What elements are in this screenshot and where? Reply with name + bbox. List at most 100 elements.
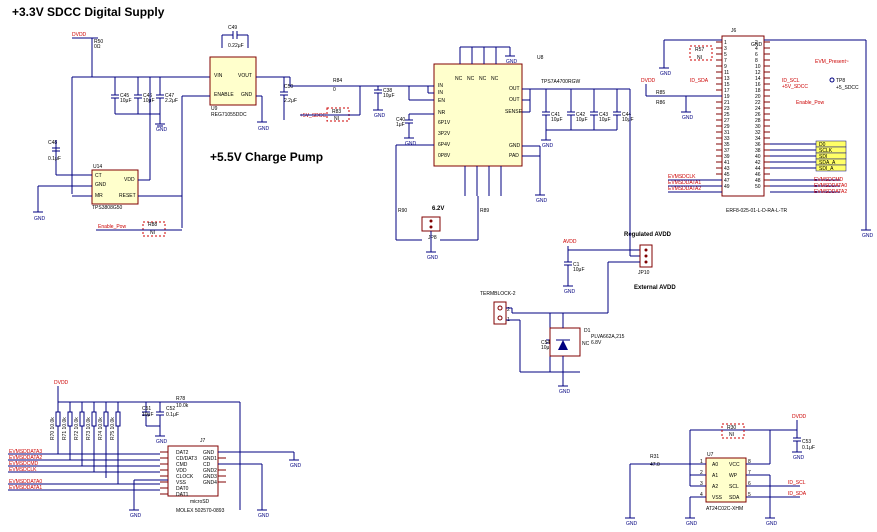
j6-pin-even: 22	[755, 100, 761, 106]
j6-pin-even: 46	[755, 172, 761, 178]
u7-left-num: 1	[700, 459, 703, 465]
j6-pin-odd: 25	[724, 112, 730, 118]
j6-pin-even: 2	[755, 40, 758, 46]
j6-pin-even: 28	[755, 118, 761, 124]
j6-pin-even: 20	[755, 94, 761, 100]
gnd-label-u7vss: GND	[686, 521, 698, 527]
pullup-ref: R70 10.0k	[50, 417, 56, 440]
j6-pin-odd: 13	[724, 76, 730, 82]
d1-ref: D1	[584, 328, 591, 334]
pullup-resistor	[79, 411, 85, 427]
u7-left-num: 3	[700, 481, 703, 487]
gnd-label-sdcaps: GND	[156, 439, 168, 445]
jp10-ref: JP10	[638, 270, 650, 276]
j6-pin-even: 8	[755, 58, 758, 64]
j6-id-sda: ID_SDA	[690, 78, 709, 84]
j7-left-pin: DAT2	[176, 450, 189, 456]
j6-pin-even: 12	[755, 70, 761, 76]
c44-ref: C44	[622, 112, 631, 118]
r90-ref: R90	[398, 208, 407, 214]
u8-nc3: NC	[479, 76, 487, 82]
c38-ref: C38	[383, 88, 392, 94]
c53-val: 0.1μF	[802, 445, 815, 451]
pullup-ref: R72 10.0k	[74, 417, 80, 440]
u7-left-pin: A0	[712, 462, 718, 468]
j6-pin-odd: 5	[724, 52, 727, 58]
c44-val: 10μF	[622, 117, 634, 123]
c54-val: 10μF	[541, 345, 553, 351]
c52-val: 0.1μF	[166, 412, 179, 418]
u7-id-sda: ID_SDA	[788, 491, 807, 497]
regulated-avdd-label: Regulated AVDD	[624, 232, 672, 238]
j7-right-pin: GND1	[203, 456, 217, 462]
sd-net-label: EVMSDDATA0	[9, 479, 42, 485]
j7-name: microSD	[190, 499, 210, 505]
j6-pin-even: 32	[755, 130, 761, 136]
j6-pin-even: 14	[755, 76, 761, 82]
r88-ref: R88	[148, 222, 157, 228]
j7-right-pin: GND4	[203, 480, 217, 486]
d1-nc: NC	[582, 341, 590, 347]
charge-pump-title: +5.5V Charge Pump	[210, 150, 323, 164]
j6-pin-odd: 47	[724, 178, 730, 184]
terminal-pin2: 2	[507, 307, 510, 313]
j6-signal-tag-label: SCLK	[819, 148, 833, 154]
u7-right-pin: VCC	[729, 462, 740, 468]
u14-pin-mr: MR	[95, 193, 103, 199]
u9-regulator: VIN VOUT ENABLE GND U9 REG71055DDC	[209, 56, 257, 118]
u7-id-scl: ID_SCL	[788, 480, 806, 486]
j6-pin-even: 50	[755, 184, 761, 190]
u14-pin-reset: RESET	[119, 193, 136, 199]
c38-val: 10μF	[383, 93, 395, 99]
u8-name: TPS7A4700RGW	[541, 79, 580, 85]
j7-left-pin: CLOCK	[176, 474, 194, 480]
j7-right-pin: CD	[203, 462, 211, 468]
c1-ref: C1	[573, 262, 580, 268]
c52-ref: C52	[166, 406, 175, 412]
c41-ref: C41	[551, 112, 560, 118]
r31-val: 47.0	[650, 462, 660, 468]
u8-nc2: NC	[467, 76, 475, 82]
u14-pin-vdd: VDD	[124, 177, 135, 183]
c43-val: 10μF	[599, 117, 611, 123]
terminal-block[interactable]	[493, 301, 507, 325]
gnd-label-j7c: GND	[130, 513, 142, 519]
r83-ni: NI	[334, 116, 339, 122]
u8-pin-pad: PAD	[509, 153, 519, 159]
j6-pin-even: 26	[755, 112, 761, 118]
u9-pin-vout: VOUT	[238, 73, 252, 79]
j7-left-pin: VSS	[176, 480, 187, 486]
jp8-header[interactable]	[421, 216, 441, 232]
j6-pin-even: 24	[755, 106, 761, 112]
gnd-label-j7b: GND	[258, 513, 270, 519]
r84-val: 0	[333, 87, 336, 93]
j6-pin-even: 40	[755, 154, 761, 160]
c42-val: 10μF	[576, 117, 588, 123]
r50-val: 0Ω	[94, 44, 101, 50]
pullup-ref: R75 10.0k	[110, 417, 116, 440]
u8-ldo: IN IN EN NR 6P1V 3P2V 6P4V 0P8V OUT OUT …	[433, 55, 580, 167]
sd-signal-nets: EVMSDDATA3EVMSDDATA2EVMSDCMDEVMSDCLKEVMS…	[8, 449, 160, 491]
j6-pin-odd: 33	[724, 136, 730, 142]
d1-tvs	[549, 327, 581, 357]
pullup-ref: R74 10.0k	[98, 417, 104, 440]
u8-ref: U8	[537, 55, 544, 61]
c46-val: 10μF	[143, 98, 155, 104]
c54-ref: C54	[541, 340, 550, 346]
j6-pin-even: 30	[755, 124, 761, 130]
c45-val: 10μF	[120, 98, 132, 104]
c47-val: 2.2μF	[165, 98, 178, 104]
u14-pin-ct: CT	[95, 173, 102, 179]
j6-pin-even: 34	[755, 136, 761, 142]
sd-net-label: EVMSDDATA1	[9, 485, 42, 491]
gnd-label-c1: GND	[564, 289, 576, 295]
c50-val: 2.2μF	[284, 98, 297, 104]
u9-ref: U9	[211, 106, 218, 112]
gnd-label-r86: GND	[682, 115, 694, 121]
u14-name: TPS3808G50	[92, 205, 123, 211]
r78-val: 10.0k	[176, 403, 189, 409]
pullup-resistor	[55, 411, 61, 427]
